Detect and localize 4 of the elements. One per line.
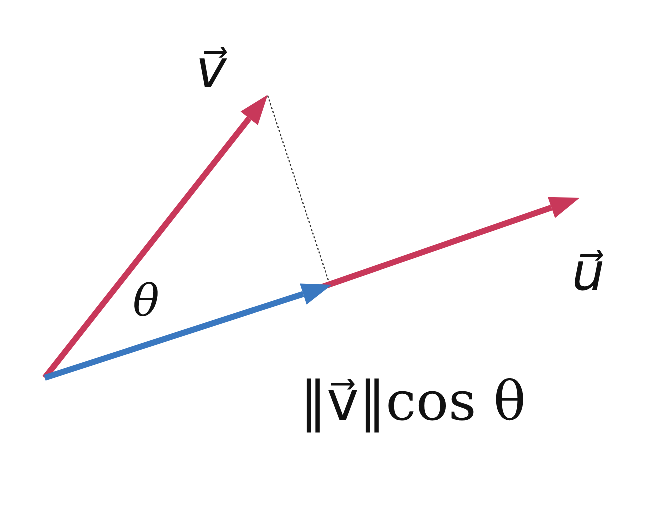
vector-label: u⃗ xyxy=(572,245,605,302)
vector-label: v⃗ xyxy=(196,42,227,100)
projection-length-label: ‖v⃗‖cos θ xyxy=(300,372,526,432)
angle-label: θ xyxy=(133,278,160,326)
